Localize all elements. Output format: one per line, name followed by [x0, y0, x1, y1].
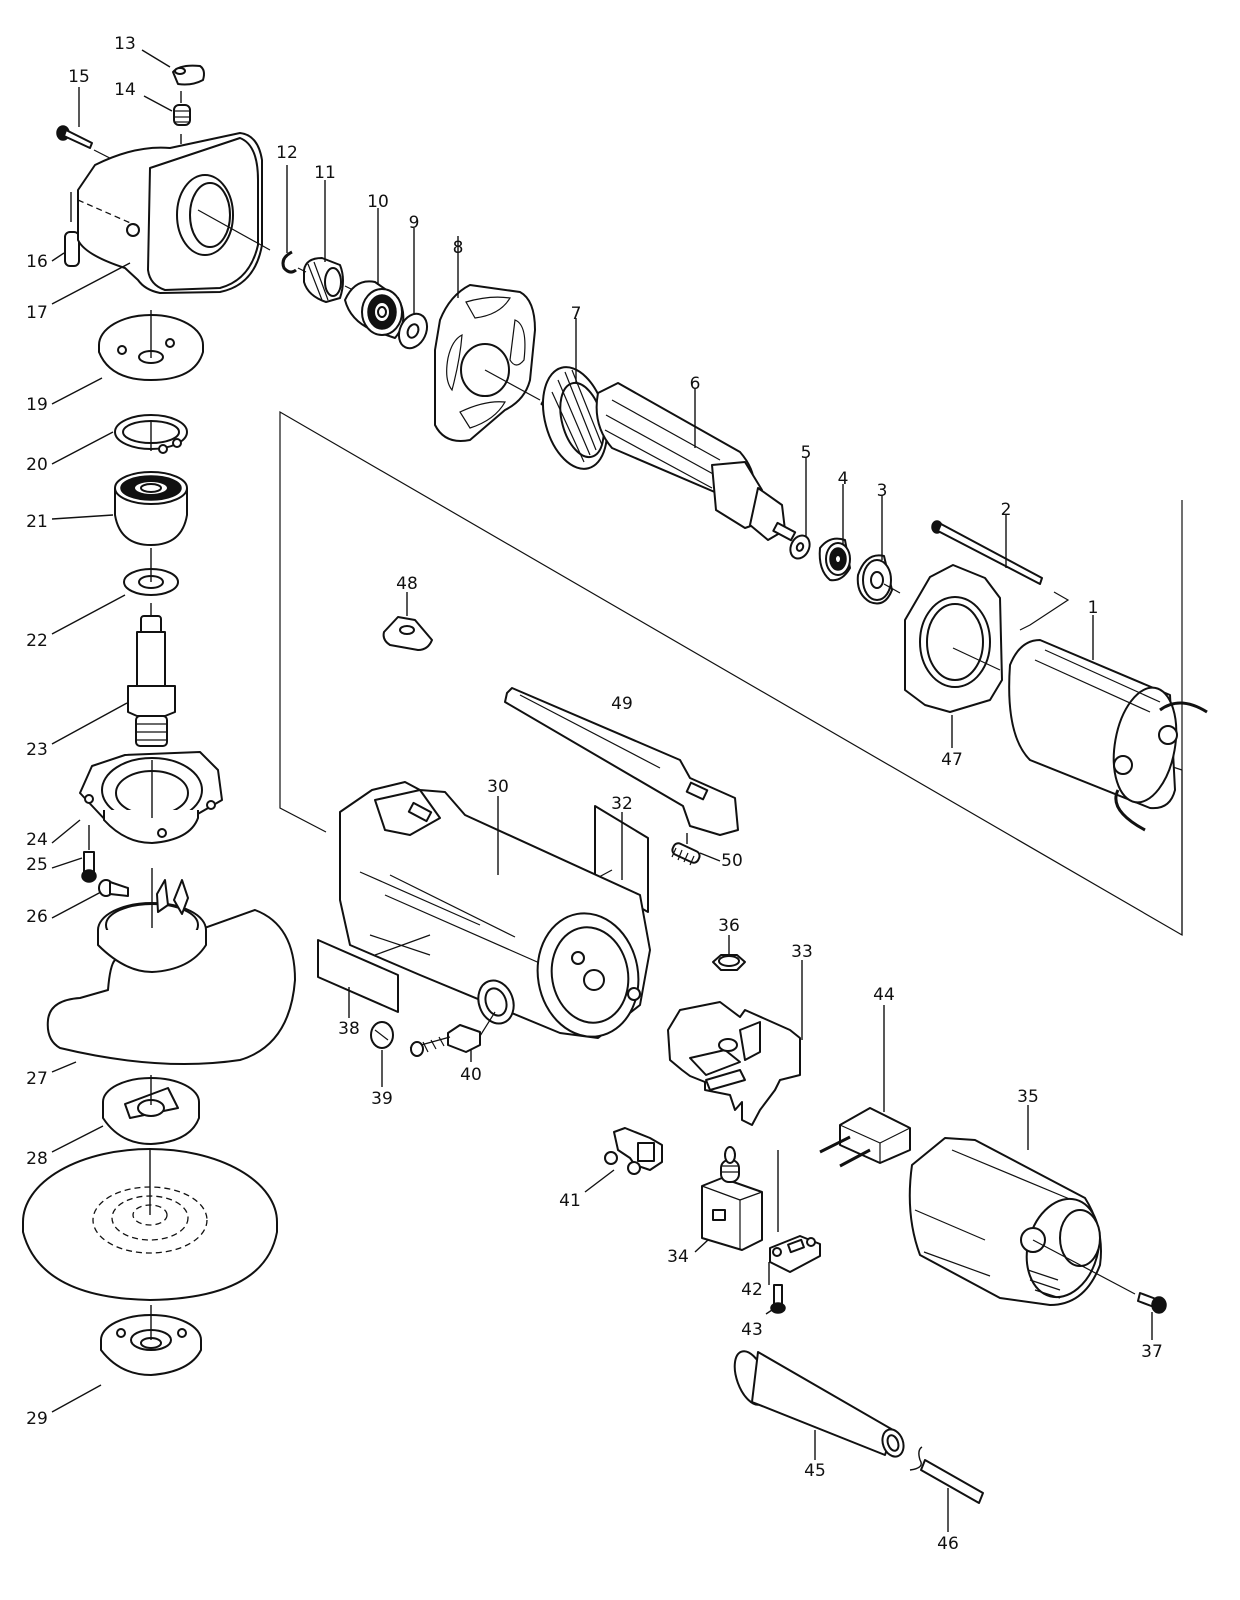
label-15: 15 [68, 67, 90, 87]
part-36-hex-nut[interactable] [712, 935, 746, 971]
leader-lines [51, 49, 1094, 1413]
label-3: 3 [877, 481, 888, 501]
label-21: 21 [26, 512, 48, 532]
label-11: 11 [314, 163, 336, 183]
part-7-fan[interactable] [533, 360, 618, 476]
part-46-power-cord[interactable] [909, 1446, 984, 1532]
label-46: 46 [937, 1534, 959, 1554]
label-20: 20 [26, 455, 48, 475]
label-48: 48 [396, 574, 418, 594]
part-10-bearing[interactable] [344, 280, 405, 339]
part-48-switch-lever[interactable] [382, 592, 433, 651]
label-25: 25 [26, 855, 48, 875]
part-28-inner-flange[interactable] [102, 1075, 200, 1145]
part-41-terminal-block[interactable] [604, 1127, 663, 1175]
part-40-carbon-brush[interactable] [409, 1011, 496, 1062]
label-35: 35 [1017, 1087, 1039, 1107]
part-29-wheel-disc [22, 1148, 278, 1301]
label-17: 17 [26, 303, 48, 323]
label-43: 43 [741, 1320, 763, 1340]
part-45-cord-guard[interactable] [728, 1347, 907, 1460]
part-20-retaining-ring[interactable] [114, 414, 188, 454]
part-43-screw[interactable] [770, 1284, 786, 1314]
label-40: 40 [460, 1065, 482, 1085]
label-7: 7 [571, 304, 582, 324]
part-12-retaining-ring[interactable] [281, 250, 297, 274]
label-10: 10 [367, 192, 389, 212]
part-49-switch-rod[interactable] [504, 687, 739, 836]
part-34-switch[interactable] [701, 1146, 763, 1251]
part-3-retainer-ring[interactable] [856, 554, 901, 605]
part-11-pinion[interactable] [297, 257, 356, 303]
label-9: 9 [409, 213, 420, 233]
part-35-rear-cover[interactable] [908, 1137, 1136, 1306]
part-6-armature[interactable] [595, 382, 797, 542]
part-26-screw[interactable] [98, 879, 129, 897]
part-30-motor-housing[interactable] [339, 781, 651, 1045]
label-32: 32 [611, 794, 633, 814]
label-28: 28 [26, 1149, 48, 1169]
part-1-field-coil[interactable] [1008, 639, 1208, 832]
label-1: 1 [1088, 598, 1099, 618]
label-41: 41 [559, 1191, 581, 1211]
part-9-washer[interactable] [394, 309, 433, 353]
label-33: 33 [791, 942, 813, 962]
label-26: 26 [26, 907, 48, 927]
label-30: 30 [487, 777, 509, 797]
label-45: 45 [804, 1461, 826, 1481]
part-4-bearing[interactable] [818, 537, 851, 582]
label-38: 38 [338, 1019, 360, 1039]
part-22-washer[interactable] [123, 548, 179, 596]
label-39: 39 [371, 1089, 393, 1109]
label-23: 23 [26, 740, 48, 760]
part-21-bearing[interactable] [114, 471, 188, 546]
label-5: 5 [801, 443, 812, 463]
part-14-spring[interactable] [173, 91, 191, 144]
label-12: 12 [276, 143, 298, 163]
label-29: 29 [26, 1409, 48, 1429]
label-44: 44 [873, 985, 895, 1005]
part-42-strain-relief[interactable] [769, 1235, 821, 1273]
part-13-shaft-lock-cap[interactable] [172, 64, 205, 86]
label-36: 36 [718, 916, 740, 936]
part-24-bearing-box[interactable] [79, 751, 223, 844]
part-17-gear-housing[interactable] [77, 132, 271, 294]
part-8-baffle-plate[interactable] [434, 284, 541, 442]
label-4: 4 [838, 469, 849, 489]
label-22: 22 [26, 631, 48, 651]
part-27-wheel-guard[interactable] [46, 868, 296, 1065]
label-37: 37 [1141, 1342, 1163, 1362]
part-50-spring[interactable] [671, 833, 701, 866]
label-50: 50 [721, 851, 743, 871]
part-38-label[interactable] [317, 934, 431, 1018]
part-39-brush-cap[interactable] [370, 1021, 394, 1087]
part-47-rear-baffle[interactable] [904, 564, 1003, 748]
label-2: 2 [1001, 500, 1012, 520]
part-2-long-screw[interactable] [931, 520, 1070, 631]
label-13: 13 [114, 34, 136, 54]
part-25-screw[interactable] [81, 825, 97, 883]
label-19: 19 [26, 395, 48, 415]
label-8: 8 [453, 238, 464, 258]
label-27: 27 [26, 1069, 48, 1089]
label-6: 6 [690, 374, 701, 394]
part-19-bevel-gear[interactable] [98, 310, 204, 381]
part-37-screw[interactable] [1137, 1292, 1167, 1340]
part-number-labels: 13 15 14 12 11 10 9 8 16 17 7 6 19 20 5 … [26, 34, 1163, 1554]
part-33-brush-holder[interactable] [667, 1001, 801, 1232]
part-29-lock-nut[interactable] [100, 1305, 202, 1376]
part-23-spindle[interactable] [127, 603, 176, 747]
label-14: 14 [114, 80, 136, 100]
label-42: 42 [741, 1280, 763, 1300]
label-16: 16 [26, 252, 48, 272]
part-44-noise-suppressor[interactable] [819, 1107, 911, 1168]
part-5-washer[interactable] [787, 532, 813, 561]
label-47: 47 [941, 750, 963, 770]
part-16-pin[interactable] [64, 192, 80, 267]
label-34: 34 [667, 1247, 689, 1267]
label-24: 24 [26, 830, 48, 850]
label-49: 49 [611, 694, 633, 714]
